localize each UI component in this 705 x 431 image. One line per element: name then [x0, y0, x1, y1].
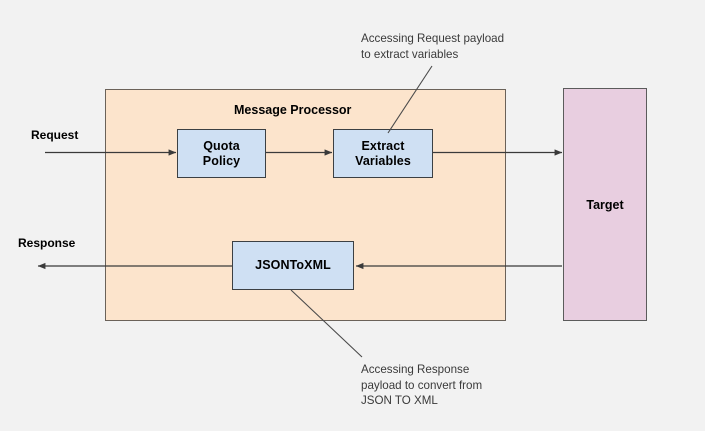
quota-policy-box[interactable]: Quota Policy — [177, 129, 266, 178]
jsontoxml-label: JSONToXML — [255, 258, 331, 272]
extract-variables-box[interactable]: Extract Variables — [333, 129, 433, 178]
request-label: Request — [31, 128, 79, 142]
response-annotation-text: Accessing Response payload to convert fr… — [361, 363, 483, 407]
extract-variables-label-line2: Variables — [355, 153, 411, 168]
quota-policy-label-line1: Quota — [203, 138, 240, 153]
jsontoxml-box[interactable]: JSONToXML — [232, 241, 354, 290]
response-annotation-leader — [290, 289, 363, 358]
request-annotation-leader — [387, 65, 433, 134]
request-annotation-text: Accessing Request payload to extract var… — [361, 32, 505, 61]
target-box: Target — [563, 88, 647, 321]
extract-variables-label-line1: Extract — [361, 138, 405, 153]
message-processor-title: Message Processor — [234, 103, 352, 117]
response-label: Response — [18, 236, 76, 250]
quota-policy-label-line2: Policy — [202, 153, 241, 168]
target-label: Target — [586, 197, 624, 212]
